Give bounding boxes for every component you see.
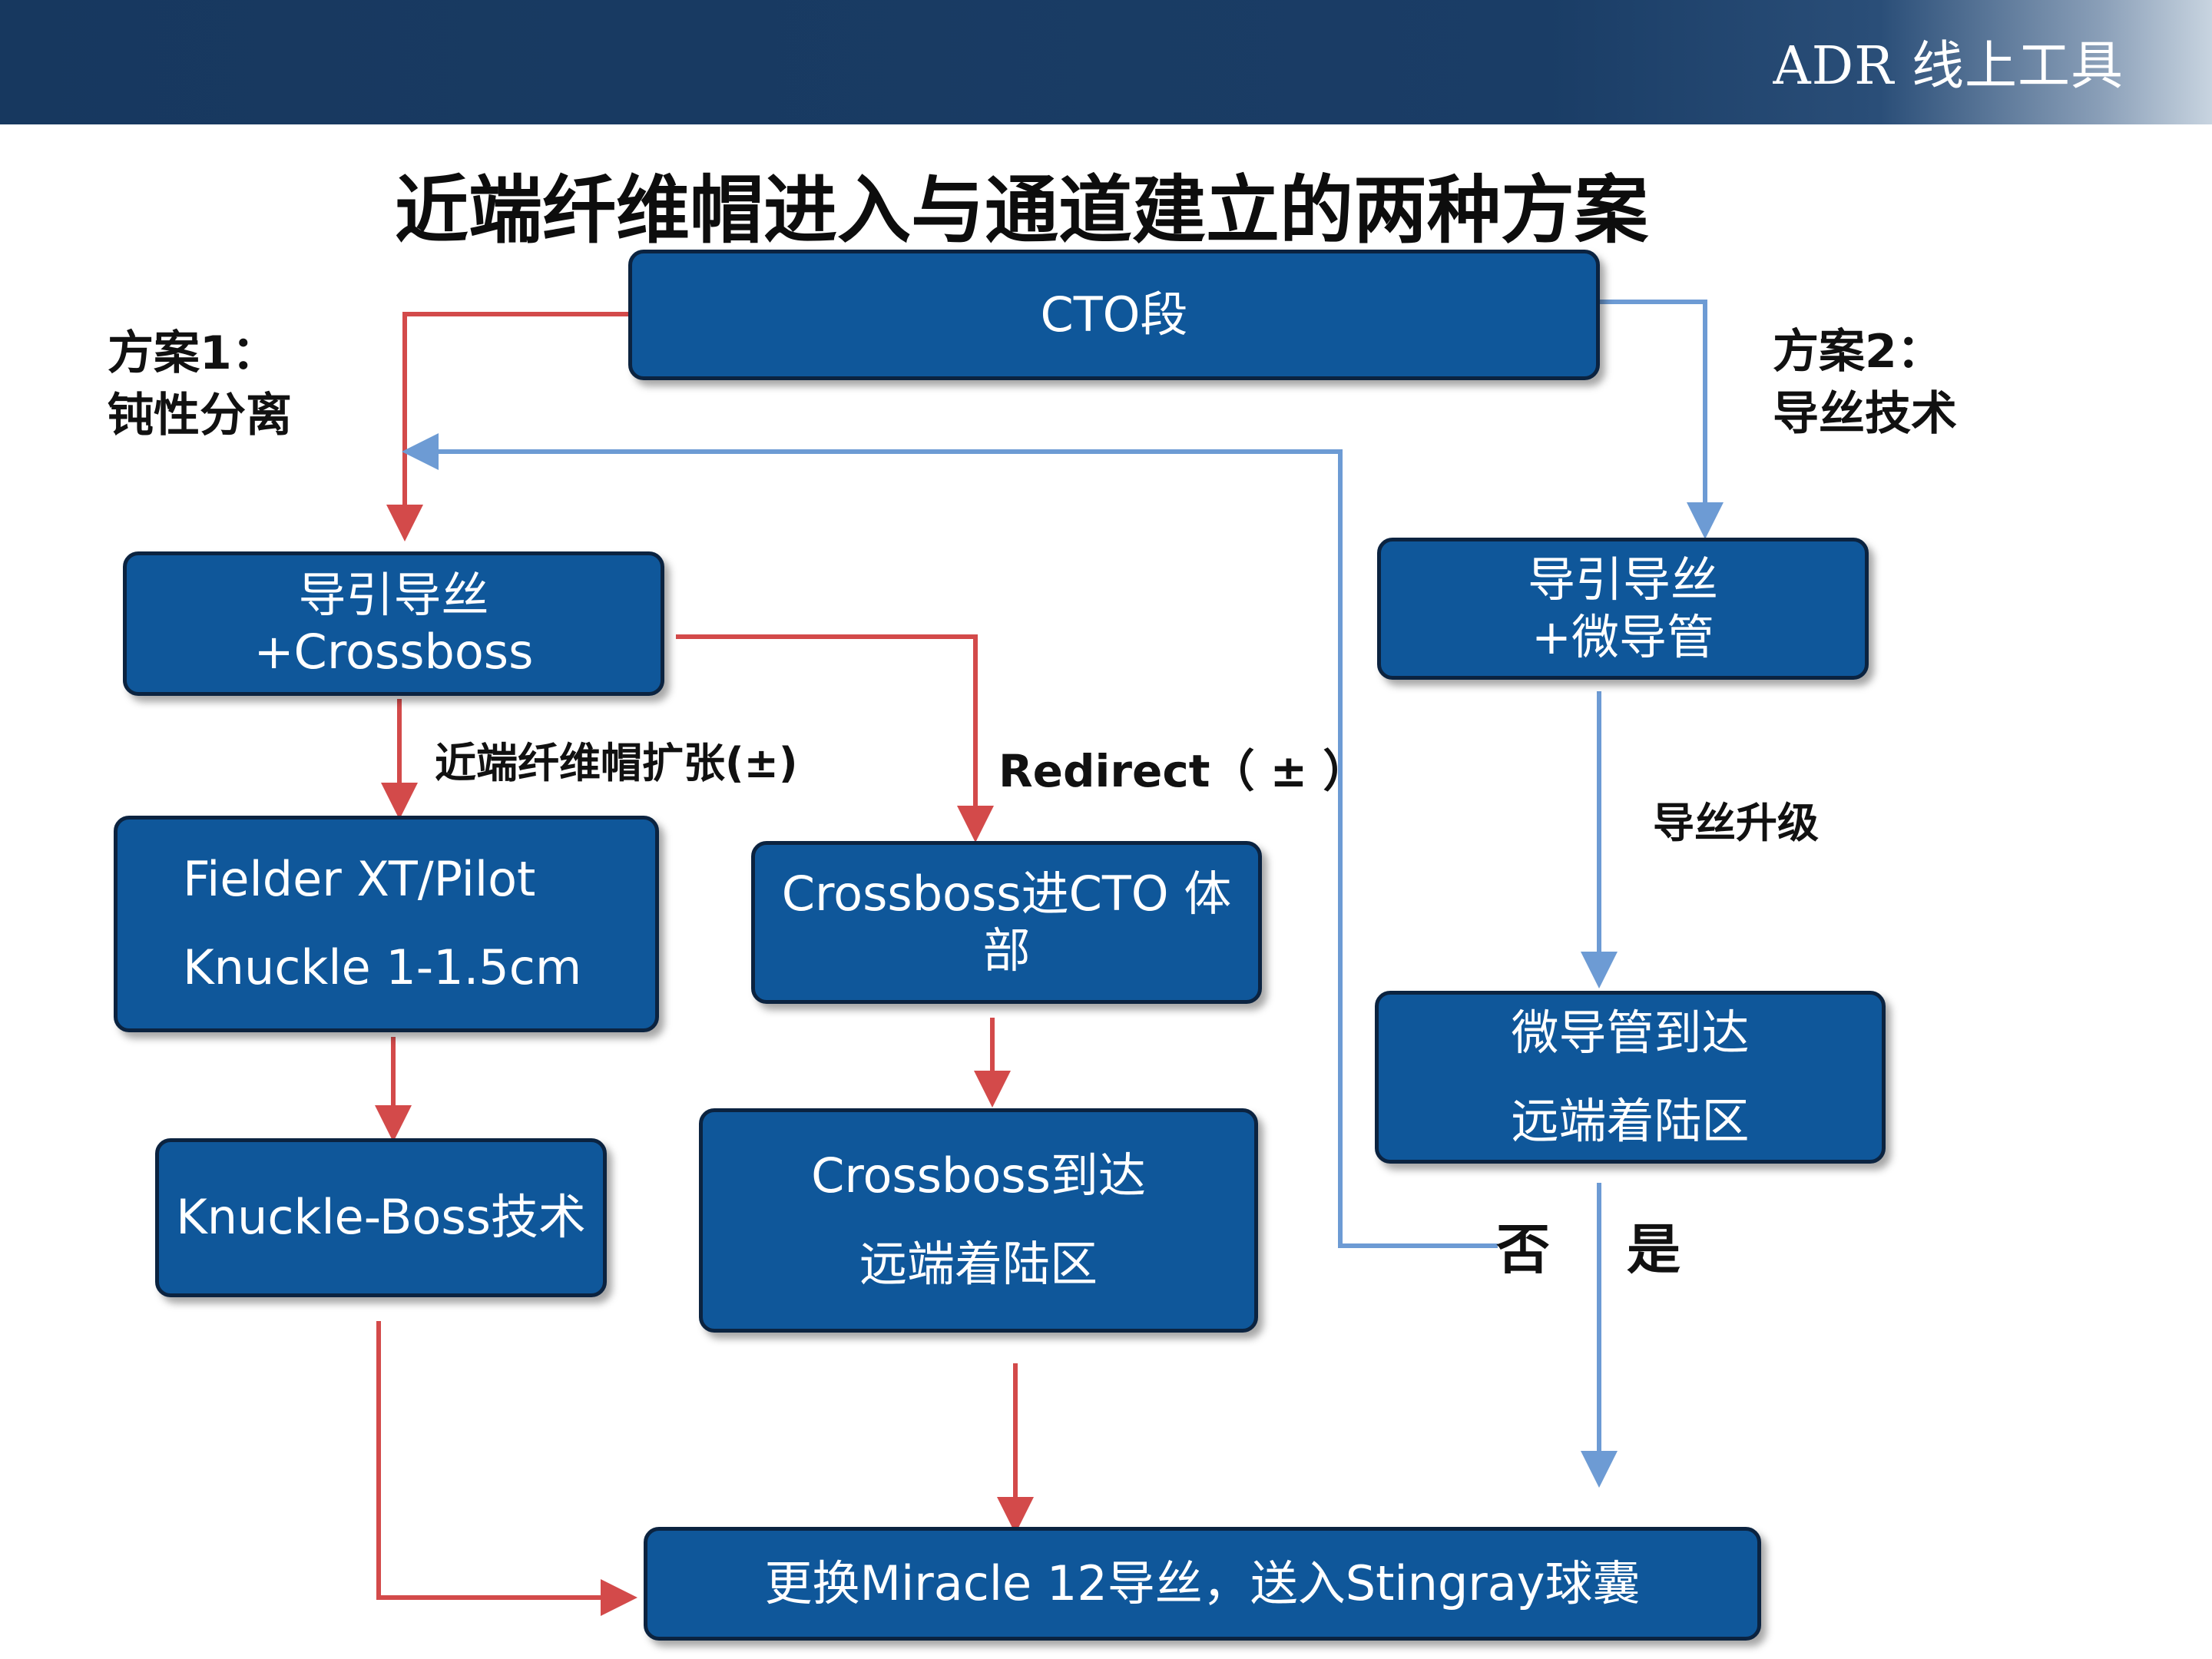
arrow-knuckle-boss-to-final (376, 1321, 637, 1616)
node-cto-segment: CTO段 (628, 250, 1600, 380)
node-text-line: 远端着陆区 (1511, 1092, 1750, 1149)
arrow-cto-to-guide-micro (1598, 300, 1724, 539)
node-text-line: Fielder XT/Pilot (183, 851, 536, 908)
node-text-line: +Crossboss (253, 624, 534, 680)
upgrade-label: 导丝升级 (1653, 799, 1819, 847)
arrow-no-loop-to-guide-crossboss (402, 433, 1498, 1248)
label-line: 钝性分离 (108, 389, 292, 442)
label-line: 导丝技术 (1773, 387, 1957, 441)
node-text-line: 部 (982, 922, 1031, 979)
node-text-line: 导引导丝 (298, 566, 489, 623)
node-text-line: 导引导丝 (1527, 551, 1718, 608)
node-guide-microcatheter: 导引导丝 +微导管 (1377, 538, 1869, 680)
header-bar: ADR 线上工具 (0, 0, 2212, 124)
arrow-cto-to-guide-crossboss (386, 312, 630, 541)
node-fielder-knuckle: Fielder XT/Pilot Knuckle 1-1.5cm (114, 816, 659, 1032)
plan1-label: 方案1： 钝性分离 (108, 323, 292, 447)
yes-label: 是 (1627, 1218, 1681, 1281)
no-label: 否 (1496, 1218, 1550, 1281)
arrow-guide-crossboss-to-crossboss-body (676, 634, 994, 843)
node-text-line: 微导管到达 (1511, 1004, 1750, 1061)
redirect-label: Redirect（ ± ） (998, 745, 1368, 797)
page-title: 近端纤维帽进入与通道建立的两种方案 (395, 167, 1648, 253)
node-knuckle-boss: Knuckle-Boss技术 (155, 1138, 607, 1297)
node-microcatheter-arrive: 微导管到达 远端着陆区 (1375, 991, 1886, 1164)
node-crossboss-arrive: Crossboss到达 远端着陆区 (699, 1108, 1258, 1333)
node-text: 更换Miracle 12导丝，送入Stingray球囊 (764, 1555, 1641, 1611)
node-text-line: Crossboss到达 (811, 1147, 1146, 1204)
label-line: 方案1： (108, 326, 278, 380)
node-text: Knuckle-Boss技术 (176, 1189, 586, 1246)
node-text-line: +微导管 (1532, 608, 1714, 665)
plan2-label: 方案2： 导丝技术 (1773, 321, 1957, 445)
node-final-step: 更换Miracle 12导丝，送入Stingray球囊 (644, 1527, 1761, 1641)
node-text: CTO段 (1040, 286, 1188, 343)
node-text-line: Knuckle 1-1.5cm (183, 939, 582, 995)
node-guide-crossboss: 导引导丝 +Crossboss (123, 551, 664, 696)
node-text-line: Crossboss进CTO 体 (781, 865, 1232, 922)
node-text-line: 远端着陆区 (859, 1236, 1098, 1292)
dilate-label: 近端纤维帽扩张(±) (435, 739, 798, 787)
label-line: 方案2： (1773, 325, 1943, 379)
node-crossboss-into-body: Crossboss进CTO 体 部 (751, 841, 1262, 1004)
brand-logo: ADR 线上工具 (1773, 36, 2124, 97)
